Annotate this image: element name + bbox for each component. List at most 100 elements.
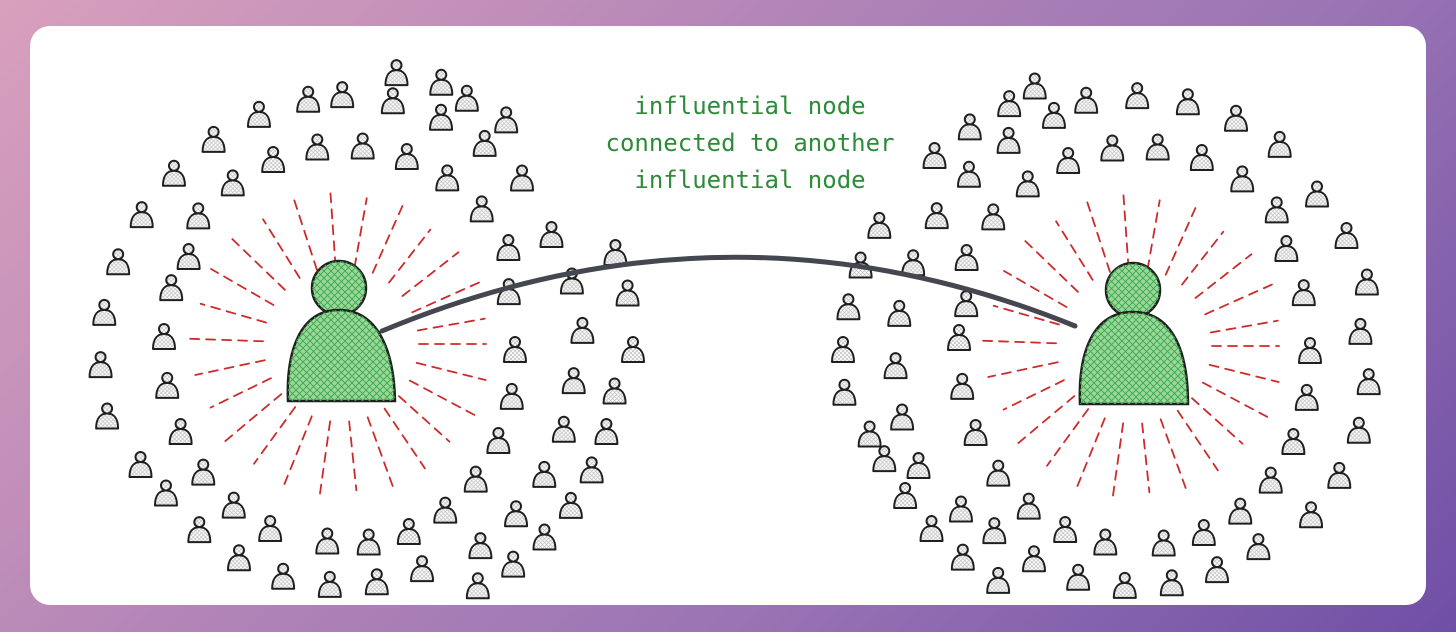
spoke-line	[388, 228, 432, 284]
person-icon	[1016, 492, 1041, 520]
person-icon	[1348, 317, 1373, 345]
person-icon	[1191, 519, 1216, 547]
person-icon	[501, 550, 526, 578]
person-icon	[296, 85, 321, 113]
person-icon	[396, 518, 421, 546]
spoke-line	[253, 406, 297, 465]
spoke-line	[1201, 381, 1270, 419]
person-icon	[176, 243, 201, 271]
person-icon	[435, 164, 460, 192]
person-icon	[1274, 235, 1299, 263]
person-icon	[603, 239, 628, 267]
person-icon	[1294, 383, 1319, 411]
person-icon	[857, 420, 882, 448]
person-icon	[621, 336, 645, 363]
person-icon	[472, 129, 497, 157]
spoke-line	[209, 377, 272, 409]
person-icon	[226, 544, 251, 572]
spoke-line	[1086, 201, 1111, 273]
spoke-line	[1003, 270, 1068, 308]
person-icon	[981, 203, 1006, 231]
person-icon	[106, 248, 131, 276]
spoke-line	[282, 415, 313, 489]
person-icon	[1175, 88, 1200, 116]
person-icon	[161, 159, 186, 187]
spoke-line	[1181, 230, 1225, 286]
person-icon	[950, 543, 975, 571]
network-diagram	[88, 59, 1381, 600]
diagram-card: influential node connected to another in…	[30, 26, 1426, 605]
person-icon	[496, 234, 521, 262]
person-icon	[532, 523, 557, 551]
person-icon	[153, 479, 178, 507]
person-icon	[986, 459, 1011, 487]
spoke-line	[411, 280, 482, 314]
person-icon	[832, 378, 857, 406]
person-icon	[261, 145, 286, 173]
person-icon	[1151, 529, 1176, 557]
person-icon	[1015, 170, 1040, 198]
person-icon	[532, 460, 557, 488]
person-icon	[948, 495, 973, 523]
person-icon	[831, 336, 855, 363]
person-icon	[1291, 279, 1316, 307]
person-icon	[893, 482, 918, 510]
person-icon	[317, 570, 342, 598]
person-icon	[867, 211, 892, 239]
spoke-line	[1002, 379, 1065, 411]
person-icon	[954, 290, 979, 318]
spokes-right	[980, 190, 1280, 497]
person-icon	[1305, 180, 1330, 208]
person-icon	[364, 568, 389, 596]
person-icon	[1093, 528, 1118, 556]
person-icon	[558, 491, 583, 519]
person-icon	[1246, 533, 1271, 561]
person-icon	[956, 160, 981, 188]
person-icon	[615, 279, 640, 307]
spoke-line	[398, 395, 451, 443]
person-icon	[1346, 416, 1371, 444]
spoke-line	[229, 236, 286, 291]
person-icon	[1334, 221, 1359, 249]
person-icon	[201, 125, 226, 153]
spoke-line	[223, 393, 283, 443]
person-icon	[486, 426, 511, 454]
spoke-line	[1164, 206, 1197, 276]
person-icon	[159, 274, 184, 302]
spoke-line	[210, 268, 275, 306]
person-icon	[286, 259, 397, 403]
spoke-line	[371, 204, 404, 274]
person-icon	[1356, 368, 1381, 396]
spoke-line	[353, 197, 368, 269]
spoke-line	[329, 188, 337, 268]
person-icon	[1078, 261, 1190, 406]
person-icon	[836, 293, 861, 321]
person-icon	[92, 298, 117, 326]
person-icon	[551, 415, 576, 443]
person-icon	[1281, 427, 1306, 455]
person-icon	[901, 249, 926, 277]
diagram-caption: influential node connected to another in…	[550, 88, 950, 199]
person-icon	[469, 195, 494, 223]
person-icon	[155, 371, 180, 399]
person-icon	[191, 458, 216, 486]
person-icon	[95, 402, 120, 430]
person-icon	[954, 244, 979, 272]
person-icon	[1230, 165, 1255, 193]
person-icon	[1066, 563, 1091, 591]
person-icon	[924, 202, 949, 230]
spoke-line	[199, 302, 267, 324]
person-icon	[152, 323, 176, 350]
spoke-line	[415, 361, 487, 381]
person-icon	[463, 465, 488, 493]
person-icon	[1264, 196, 1289, 224]
spoke-line	[1122, 190, 1130, 270]
spoke-line	[1046, 408, 1090, 467]
person-icon	[1021, 545, 1046, 573]
person-icon	[906, 452, 931, 480]
spoke-line	[980, 339, 1057, 345]
person-icon	[570, 316, 595, 344]
person-icon	[1053, 516, 1078, 544]
spoke-line	[1176, 409, 1219, 472]
person-icon	[1354, 268, 1379, 296]
